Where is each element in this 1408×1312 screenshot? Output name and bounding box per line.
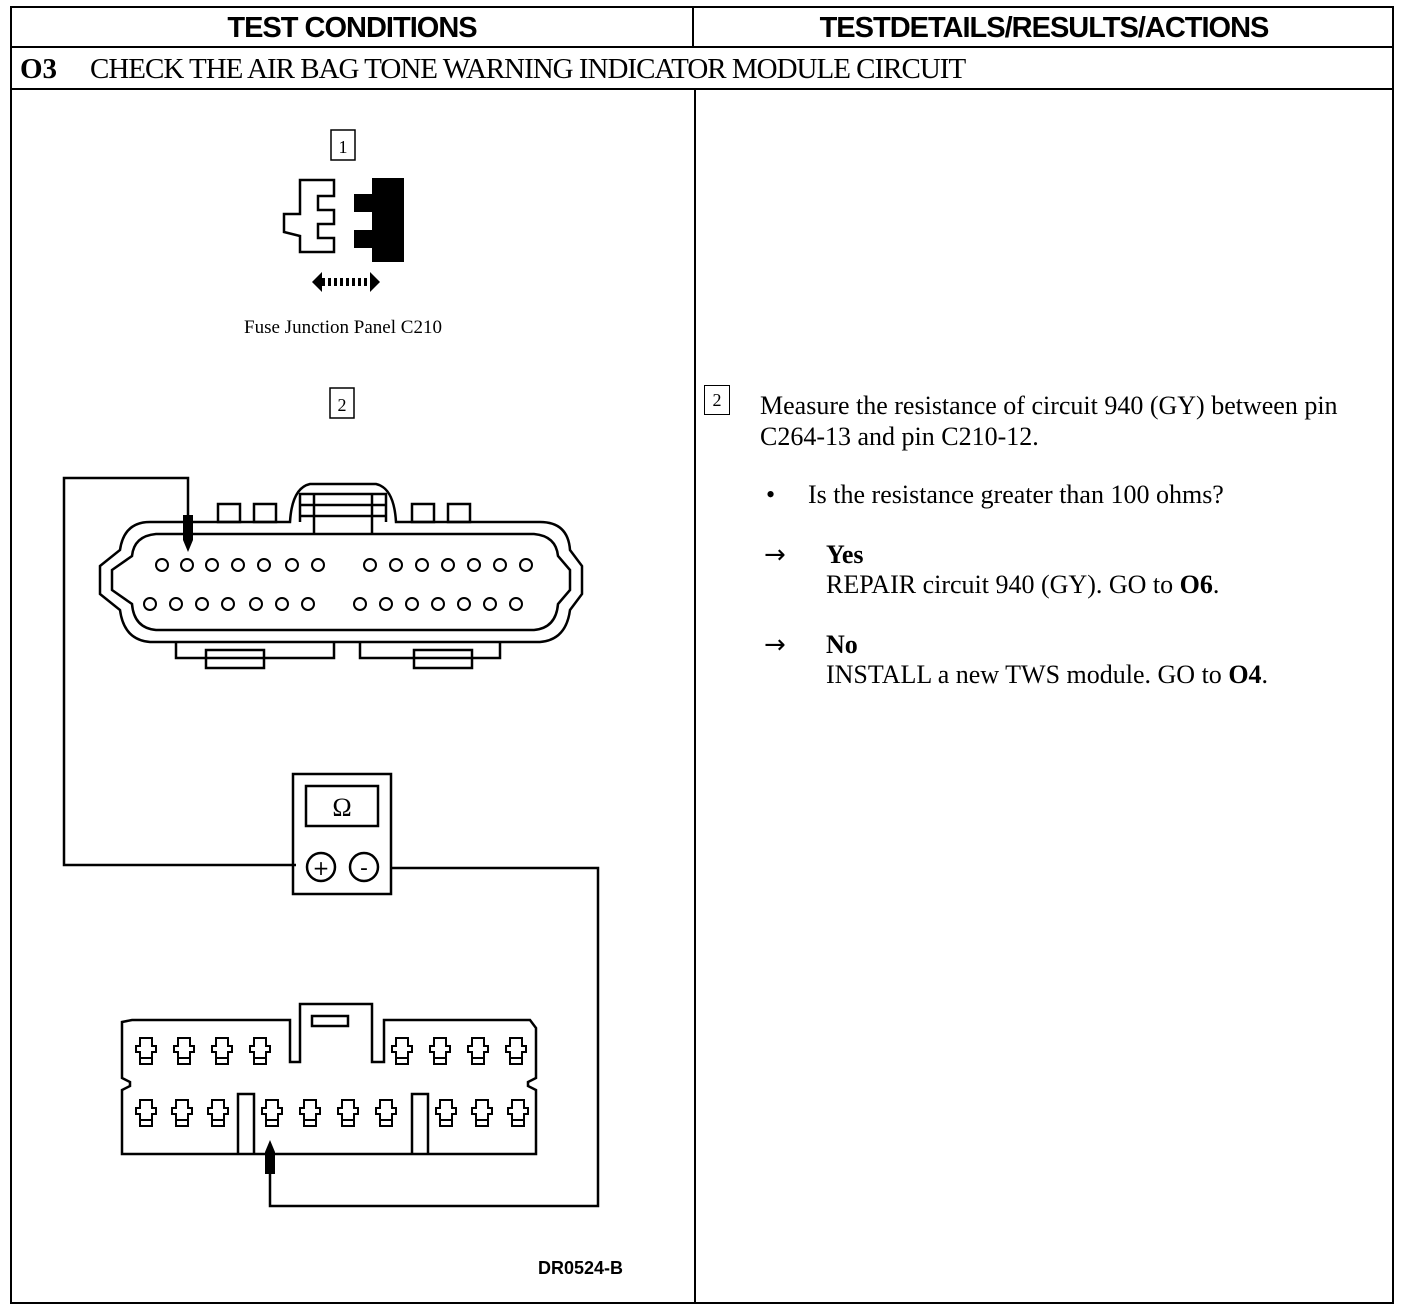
c210-probe [183,515,193,552]
c210-connector [98,482,584,670]
meter-leads [62,476,600,1208]
test-details-header: TESTDETAILS/RESULTS/ACTIONS [694,8,1394,48]
connector-disconnect-icon [282,178,404,292]
no-label: No [826,630,858,659]
c264-terminals [135,1037,529,1127]
test-title-bar: O3 CHECK THE AIR BAG TONE WARNING INDICA… [12,48,1392,90]
ohmmeter [291,772,393,896]
test-title: CHECK THE AIR BAG TONE WARNING INDICATOR… [90,53,966,85]
step2-box [329,387,355,419]
c264-probe [265,1140,275,1174]
step2-instruction: Measure the resistance of circuit 940 (G… [760,391,1338,451]
no-action-text: INSTALL a new TWS module. GO to [826,660,1229,689]
step2-label: 2 [338,395,347,415]
meter-plus-terminal: + [313,856,330,880]
no-action-target: O4 [1228,660,1262,689]
column-divider [694,90,696,1302]
test-table: TEST CONDITIONS TESTDETAILS/RESULTS/ACTI… [10,6,1394,1304]
test-number: O3 [20,53,58,85]
step1-box [330,129,356,161]
step2-details-box: 2 [704,385,730,415]
yes-action-target: O6 [1179,570,1213,599]
ohm-symbol: Ω [332,793,351,822]
c210-pins [143,558,533,611]
yes-label: Yes [826,540,864,569]
no-arrow-icon: → [764,630,786,660]
no-action-suffix: . [1261,660,1269,689]
yes-action-suffix: . [1212,570,1220,599]
question-text: Is the resistance greater than 100 ohms? [808,480,1224,509]
meter-minus-terminal: - [360,856,368,881]
c264-connector [120,1002,538,1156]
test-conditions-header: TEST CONDITIONS [12,8,694,48]
yes-arrow-icon: → [764,540,786,570]
no-action: INSTALL a new TWS module. GO to O4. [826,660,1268,690]
yes-action-text: REPAIR circuit 940 (GY). GO to [826,570,1180,599]
yes-action: REPAIR circuit 940 (GY). GO to O6. [826,570,1219,600]
figure-code: DR0524-B [538,1258,624,1278]
question-bullet: • [766,480,776,509]
step1-label: 1 [339,137,348,157]
step1-caption: Fuse Junction Panel C210 [244,317,442,338]
